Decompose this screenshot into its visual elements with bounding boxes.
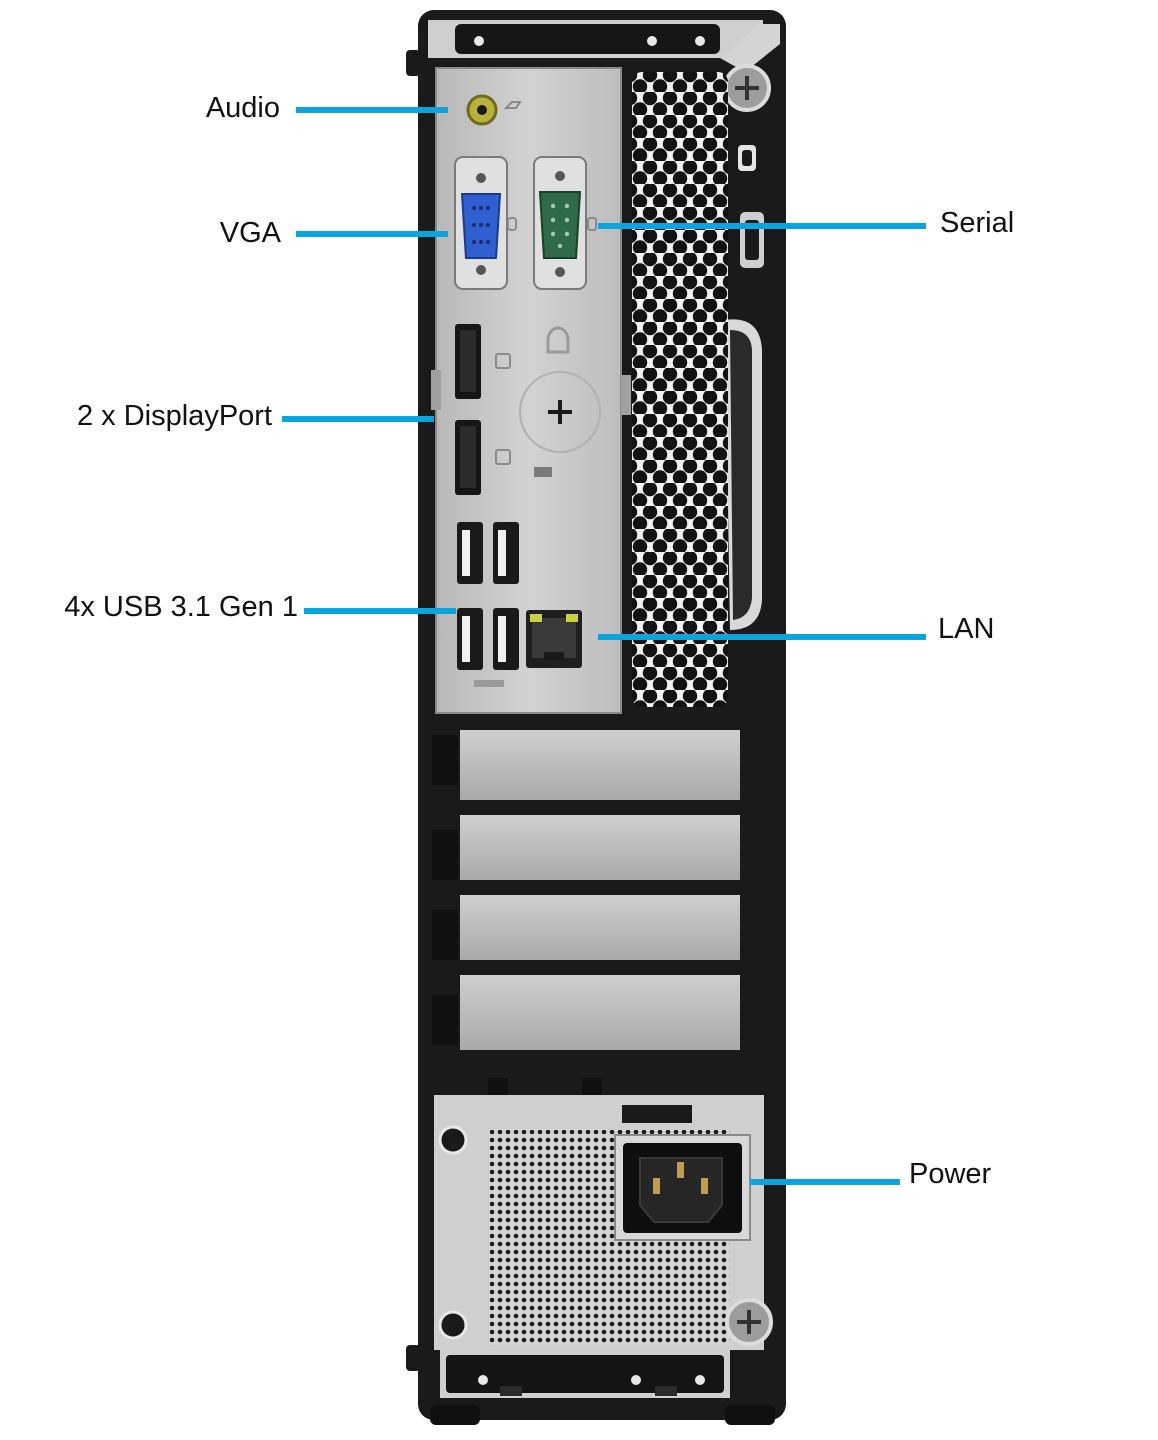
label-serial: Serial: [940, 207, 1015, 239]
usb-ports-bottom: [457, 608, 519, 687]
displayport-1: [455, 324, 511, 399]
displayport-2: [455, 420, 511, 495]
usb-ports-top: [457, 522, 519, 584]
label-usb: 4x USB 3.1 Gen 1: [64, 591, 298, 623]
vga-port: [454, 156, 517, 290]
audio-jack-port: [466, 94, 522, 126]
label-displayport: 2 x DisplayPort: [76, 400, 272, 432]
label-audio: Audio: [205, 92, 280, 124]
padlock-loop: [519, 326, 601, 477]
thumbscrew-top: [723, 64, 771, 112]
power-socket: [614, 1134, 751, 1241]
lan-port: [526, 610, 582, 668]
leader-lines: [282, 107, 926, 1185]
expansion-slots: [432, 722, 746, 1096]
label-vga: VGA: [219, 217, 281, 249]
thumbscrew-bottom: [725, 1298, 773, 1346]
serial-port: [533, 156, 597, 290]
label-power: Power: [909, 1158, 992, 1190]
label-lan: LAN: [938, 613, 995, 645]
hex-vent-grille: [632, 72, 728, 707]
